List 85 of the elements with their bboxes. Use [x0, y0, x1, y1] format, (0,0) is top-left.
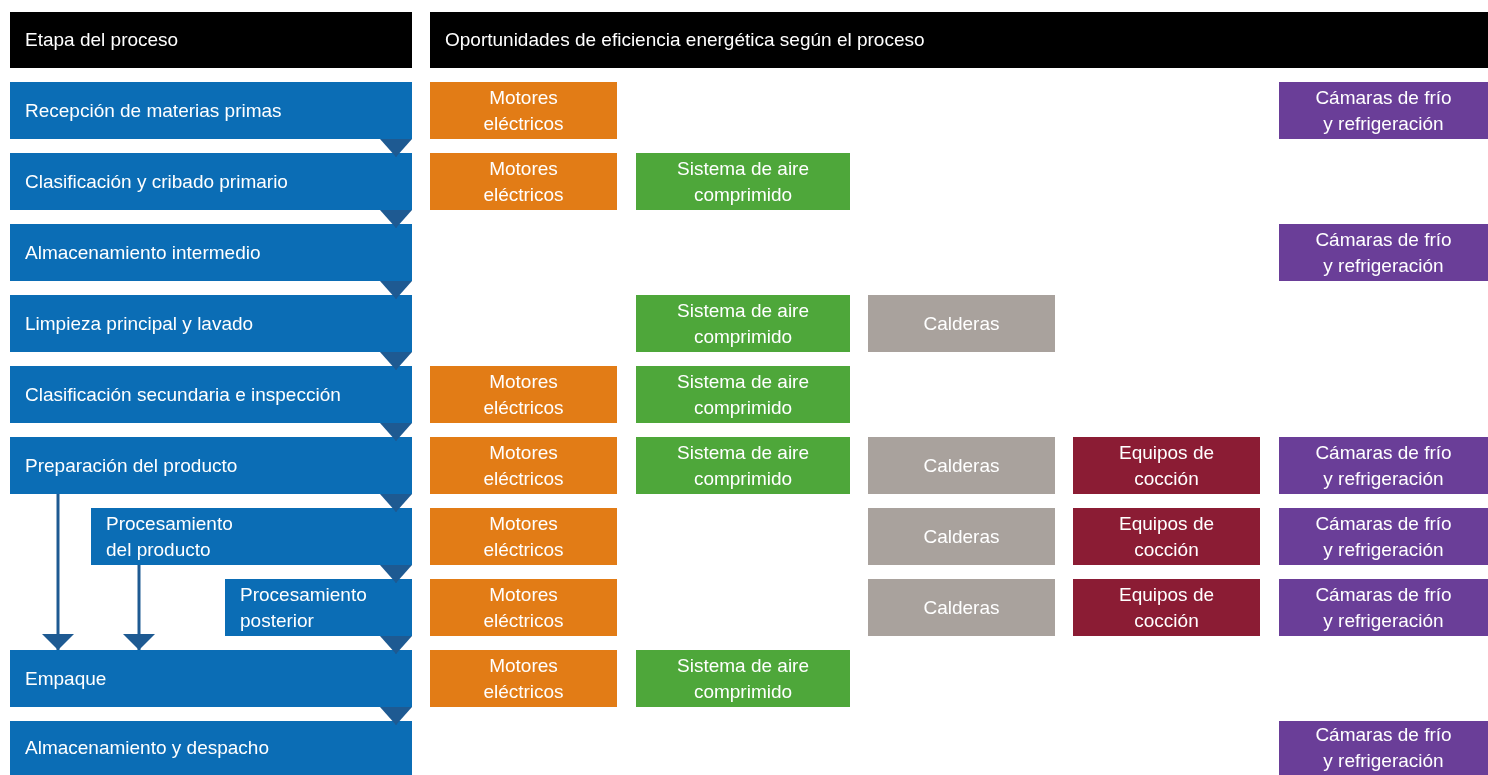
process-stage-box: [10, 153, 412, 210]
stage-label: Limpieza principal y lavado: [25, 311, 254, 336]
opportunity-box: [1279, 721, 1488, 775]
arrow: [42, 494, 74, 650]
opportunity-box: [636, 295, 850, 352]
opportunity-label: Cámaras de frío y refrigeración: [1315, 227, 1452, 278]
process-stage-box: [10, 295, 412, 352]
stage-label: Procesamiento del producto: [106, 511, 234, 562]
opportunity-box: [430, 153, 617, 210]
opportunity-box: [430, 650, 617, 707]
process-stage-box: [10, 650, 412, 707]
opportunity-label: Calderas: [923, 524, 1000, 549]
stage-label: Procesamiento posterior: [240, 582, 368, 633]
opportunity-label: Motores eléctricos: [482, 582, 565, 633]
chevron-arrow: [380, 351, 412, 371]
opportunity-label: Calderas: [923, 453, 1000, 478]
opportunity-label: Sistema de aire comprimido: [676, 369, 810, 420]
stage-label: Empaque: [25, 666, 107, 691]
opportunity-box: [636, 650, 850, 707]
chevron-arrow: [380, 564, 412, 584]
process-stage-box: [10, 82, 412, 139]
process-stage-box: [225, 579, 412, 636]
opportunity-label: Motores eléctricos: [482, 653, 565, 704]
chevron-arrow: [380, 706, 412, 726]
opportunity-box: [430, 82, 617, 139]
opportunity-box: [430, 508, 617, 565]
opportunity-box: [1279, 508, 1488, 565]
opportunity-box: [1279, 224, 1488, 281]
opportunity-label: Equipos de cocción: [1117, 511, 1216, 562]
opportunity-box: [1073, 579, 1260, 636]
chevron-arrow: [380, 138, 412, 158]
process-stage-box: [91, 508, 412, 565]
opportunity-box: [430, 579, 617, 636]
process-stage-box: [10, 366, 412, 423]
chevron-arrow: [380, 209, 412, 229]
opportunity-box: [868, 437, 1055, 494]
opportunity-label: Sistema de aire comprimido: [676, 440, 810, 491]
column-heading: Etapa del proceso: [25, 28, 179, 52]
header-bar: [10, 12, 412, 68]
opportunity-box: [636, 153, 850, 210]
opportunity-box: [430, 437, 617, 494]
opportunity-label: Sistema de aire comprimido: [676, 298, 810, 349]
opportunity-label: Equipos de cocción: [1117, 440, 1216, 491]
opportunity-box: [1279, 579, 1488, 636]
stage-label: Preparación del producto: [25, 453, 238, 478]
opportunity-label: Calderas: [923, 595, 1000, 620]
chevron-arrow: [380, 422, 412, 442]
opportunity-label: Sistema de aire comprimido: [676, 156, 810, 207]
opportunity-box: [868, 579, 1055, 636]
chevron-arrow: [380, 493, 412, 513]
stage-label: Almacenamiento intermedio: [25, 240, 261, 265]
opportunity-label: Cámaras de frío y refrigeración: [1315, 440, 1452, 491]
opportunity-label: Motores eléctricos: [482, 156, 565, 207]
process-stage-box: [10, 721, 412, 775]
opportunity-label: Calderas: [923, 311, 1000, 336]
opportunity-label: Motores eléctricos: [482, 369, 565, 420]
opportunity-box: [868, 508, 1055, 565]
opportunity-box: [636, 366, 850, 423]
stage-label: Clasificación secundaria e inspección: [25, 382, 341, 407]
process-stage-box: [10, 224, 412, 281]
opportunity-label: Cámaras de frío y refrigeración: [1315, 723, 1452, 773]
opportunity-label: Motores eléctricos: [482, 440, 565, 491]
opportunity-label: Sistema de aire comprimido: [676, 653, 810, 704]
opportunity-label: Motores eléctricos: [482, 511, 565, 562]
opportunity-label: Cámaras de frío y refrigeración: [1315, 85, 1452, 136]
stage-label: Clasificación y cribado primario: [25, 169, 288, 194]
arrow: [123, 565, 155, 650]
opportunity-box: [1073, 437, 1260, 494]
stage-label: Recepción de materias primas: [25, 98, 282, 123]
chevron-arrow: [380, 635, 412, 655]
opportunity-label: Motores eléctricos: [482, 85, 565, 136]
opportunity-box: [430, 366, 617, 423]
opportunity-box: [636, 437, 850, 494]
header-bar: [430, 12, 1488, 68]
opportunity-box: [1279, 82, 1488, 139]
opportunity-box: [1279, 437, 1488, 494]
process-stage-box: [10, 437, 412, 494]
opportunity-box: [868, 295, 1055, 352]
column-heading: Oportunidades de eficiencia energética según el proceso: [445, 28, 925, 52]
opportunity-label: Cámaras de frío y refrigeración: [1315, 511, 1452, 562]
opportunity-label: Equipos de cocción: [1117, 582, 1216, 633]
opportunity-box: [1073, 508, 1260, 565]
chevron-arrow: [380, 280, 412, 300]
opportunity-label: Cámaras de frío y refrigeración: [1315, 582, 1452, 633]
stage-label: Almacenamiento y despacho: [25, 736, 269, 760]
